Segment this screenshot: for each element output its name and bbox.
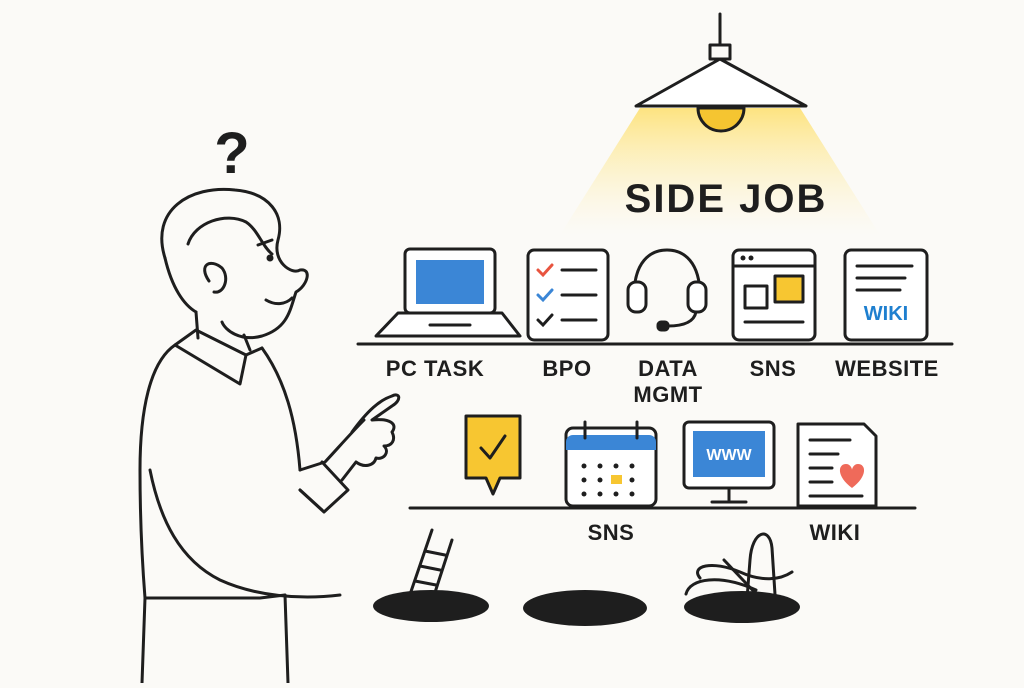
label-wiki: WIKI <box>810 520 861 545</box>
browser-window-icon <box>731 248 817 342</box>
label-sns-bottom: SNS <box>588 520 635 545</box>
wiki-icon-text: WIKI <box>864 303 908 325</box>
hole-with-tangle <box>684 532 800 623</box>
laptop-icon <box>374 247 522 338</box>
label-mgmt: MGMT <box>633 382 702 407</box>
hole-with-ladder <box>373 528 489 622</box>
label-website: WEBSITE <box>835 356 939 381</box>
label-bpo: BPO <box>542 356 591 381</box>
label-sns-top: SNS <box>750 356 797 381</box>
headset-icon <box>626 248 708 332</box>
person-figure: ? <box>138 121 401 685</box>
label-pc-task: PC TASK <box>386 356 484 381</box>
www-icon-text: WWW <box>706 447 752 464</box>
lamp-icon <box>560 12 880 235</box>
empty-hole <box>523 590 647 626</box>
question-mark: ? <box>214 121 249 186</box>
checklist-icon <box>526 248 610 342</box>
wiki-document-icon: WIKI <box>843 248 929 342</box>
monitor-icon: WWW <box>682 420 776 504</box>
document-heart-icon <box>796 422 878 508</box>
light-beam <box>560 108 880 235</box>
calendar-icon <box>564 420 658 508</box>
label-data: DATA <box>638 356 698 381</box>
check-flag-icon <box>464 414 522 496</box>
page-title: SIDE JOB <box>625 177 828 221</box>
